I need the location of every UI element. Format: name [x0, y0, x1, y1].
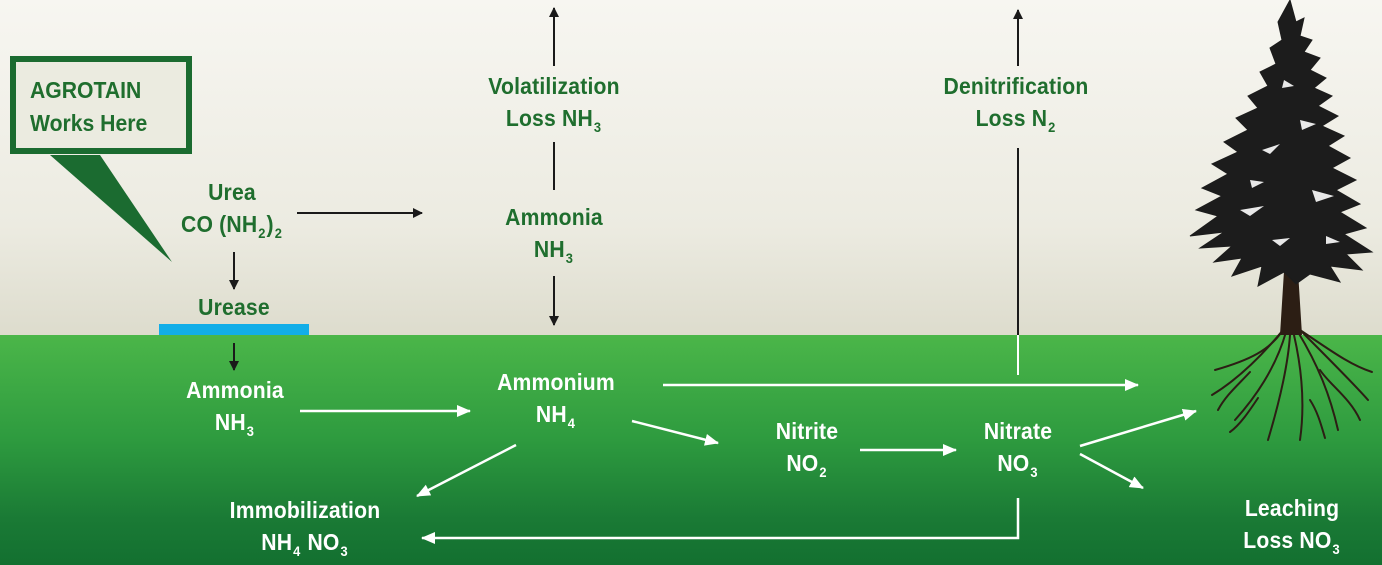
- denitrification-label: Denitrification: [943, 73, 1089, 99]
- callout-line-1: AGROTAIN: [30, 77, 142, 103]
- arrow-nitrate-to-immobilization: [421, 498, 1020, 544]
- leaching-formula: Loss NO3: [1243, 527, 1340, 557]
- urease-bar: [159, 324, 309, 335]
- node-ammonia-air: Ammonia NH3: [490, 201, 619, 268]
- arrow-nitrate-to-plant: [1079, 409, 1197, 448]
- soil-layer: [0, 335, 1382, 565]
- node-urease: Urease: [170, 291, 299, 323]
- nitrite-label: Nitrite: [775, 418, 839, 444]
- nitrate-label: Nitrate: [983, 418, 1053, 444]
- callout-text: AGROTAIN Works Here: [30, 74, 177, 140]
- node-urea: Urea CO (NH2)2: [168, 176, 297, 243]
- ammonia-air-label: Ammonia: [505, 204, 603, 230]
- tree-icon: [1189, 0, 1374, 441]
- immobilization-formula: NH4 NO3: [261, 529, 348, 559]
- volatilization-label: Volatilization: [488, 73, 620, 99]
- node-immobilization: Immobilization NH4 NO3: [213, 494, 397, 561]
- node-denitrification: Denitrification Loss N2: [924, 70, 1108, 137]
- nitrite-formula: NO2: [786, 450, 827, 480]
- urea-formula: CO (NH2)2: [181, 211, 283, 241]
- node-leaching: Leaching Loss NO3: [1218, 492, 1365, 559]
- ammonia-soil-label: Ammonia: [186, 377, 284, 403]
- callout-line-2: Works Here: [30, 110, 148, 136]
- arrow-nitrate-to-leaching: [1079, 452, 1144, 490]
- node-nitrate: Nitrate NO3: [958, 415, 1078, 482]
- ammonia-soil-formula: NH3: [214, 409, 255, 439]
- ammonium-formula: NH4: [535, 401, 576, 431]
- node-ammonia-soil: Ammonia NH3: [171, 374, 300, 441]
- ammonia-air-formula: NH3: [533, 236, 574, 266]
- node-nitrite: Nitrite NO2: [747, 415, 867, 482]
- node-ammonium: Ammonium NH4: [487, 366, 625, 433]
- urease-label: Urease: [198, 294, 270, 320]
- urea-label: Urea: [208, 179, 256, 205]
- arrow-ammonium-to-immobilization: [416, 443, 517, 498]
- node-volatilization: Volatilization Loss NH3: [462, 70, 646, 137]
- ammonium-label: Ammonium: [497, 369, 615, 395]
- leaching-label: Leaching: [1244, 495, 1340, 521]
- nitrate-formula: NO3: [997, 450, 1038, 480]
- arrow-ammonium-to-nitrite: [631, 419, 719, 446]
- denitrification-formula: Loss N2: [975, 105, 1056, 135]
- volatilization-formula: Loss NH3: [505, 105, 602, 135]
- immobilization-label: Immobilization: [229, 497, 381, 523]
